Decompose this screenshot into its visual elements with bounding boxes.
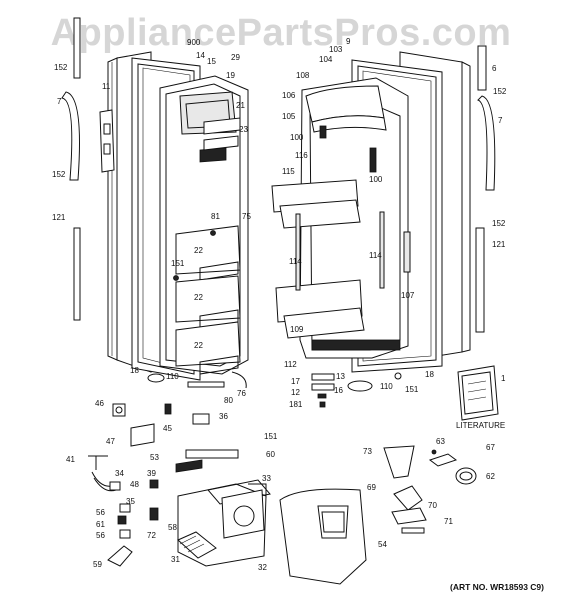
callout-39: 39: [147, 469, 156, 478]
callout-100: 100: [290, 133, 304, 142]
watermark: AppliancePartsPros.com: [50, 12, 512, 54]
callout-152: 152: [492, 219, 506, 228]
callout-75: 75: [242, 212, 251, 221]
callout-115: 115: [282, 167, 295, 176]
callout-14: 14: [196, 51, 205, 60]
callout-29: 29: [231, 53, 240, 62]
callout-151: 151: [264, 432, 278, 441]
callout-46: 46: [95, 399, 104, 408]
callout-900: 900: [187, 38, 201, 47]
callout-15: 15: [207, 57, 216, 66]
callout-107: 107: [401, 291, 415, 300]
callout-18: 18: [425, 370, 434, 379]
callout-104: 104: [319, 55, 333, 64]
callout-1: 1: [501, 374, 506, 383]
callout-45: 45: [163, 424, 172, 433]
callout-59: 59: [93, 560, 102, 569]
callout-121: 121: [492, 240, 506, 249]
callout-80: 80: [224, 396, 233, 405]
callout-16: 16: [334, 386, 343, 395]
fresh-food-handle: [475, 45, 496, 333]
callout-76: 76: [237, 389, 246, 398]
callout-106: 106: [282, 91, 296, 100]
callout-6: 6: [492, 64, 497, 73]
callout-100: 100: [369, 175, 383, 184]
callout-32: 32: [258, 563, 267, 572]
ice-chute-parts: [383, 445, 477, 534]
callout-70: 70: [428, 501, 437, 510]
callout-152: 152: [54, 63, 68, 72]
callout-22: 22: [194, 341, 203, 350]
callout-72: 72: [147, 531, 156, 540]
callout-181: 181: [289, 400, 303, 409]
fresh-food-door-bins: [271, 125, 411, 339]
callout-152: 152: [52, 170, 66, 179]
callout-103: 103: [329, 45, 343, 54]
art-number-footer: (ART NO. WR18593 C9): [450, 582, 544, 592]
literature-label: LITERATURE: [456, 421, 506, 430]
callout-19: 19: [226, 71, 235, 80]
callout-62: 62: [486, 472, 495, 481]
callout-7: 7: [498, 116, 503, 125]
callout-7: 7: [57, 97, 62, 106]
callout-34: 34: [115, 469, 124, 478]
callout-110: 110: [166, 372, 179, 381]
callout-63: 63: [436, 437, 445, 446]
callout-9: 9: [346, 37, 351, 46]
callout-36: 36: [219, 412, 228, 421]
callout-121: 121: [52, 213, 66, 222]
literature-booklet: [457, 365, 499, 421]
callout-71: 71: [444, 517, 453, 526]
callout-23: 23: [239, 125, 248, 134]
hinge-parts: [147, 371, 402, 408]
callout-81: 81: [211, 212, 220, 221]
callout-53: 53: [150, 453, 159, 462]
callout-13: 13: [336, 372, 345, 381]
callout-35: 35: [126, 497, 135, 506]
dispenser-front-panel: [279, 488, 367, 585]
callout-67: 67: [486, 443, 495, 452]
callout-110: 110: [380, 382, 393, 391]
callout-114: 114: [289, 257, 302, 266]
callout-31: 31: [171, 555, 180, 564]
callout-41: 41: [66, 455, 75, 464]
callout-33: 33: [262, 474, 271, 483]
callout-60: 60: [266, 450, 275, 459]
callout-12: 12: [291, 388, 300, 397]
callout-116: 116: [295, 151, 308, 160]
dispenser-components: [88, 403, 239, 567]
callout-21: 21: [236, 101, 245, 110]
callout-112: 112: [284, 360, 297, 369]
callout-54: 54: [378, 540, 387, 549]
callout-18: 18: [130, 366, 139, 375]
freezer-door-shelves: [173, 117, 241, 375]
callout-56: 56: [96, 508, 105, 517]
callout-105: 105: [282, 112, 296, 121]
callout-22: 22: [194, 293, 203, 302]
callout-109: 109: [290, 325, 304, 334]
callout-48: 48: [130, 480, 139, 489]
callout-151: 151: [405, 385, 419, 394]
callout-22: 22: [194, 246, 203, 255]
callout-61: 61: [96, 520, 105, 529]
callout-11: 11: [102, 82, 111, 91]
callout-108: 108: [296, 71, 310, 80]
callout-17: 17: [291, 377, 300, 386]
callout-114: 114: [369, 251, 382, 260]
callout-151: 151: [171, 259, 185, 268]
callout-56: 56: [96, 531, 105, 540]
callout-58: 58: [168, 523, 177, 532]
callout-47: 47: [106, 437, 115, 446]
dispenser-module: [177, 479, 271, 567]
freezer-handle: [61, 17, 115, 321]
callout-73: 73: [363, 447, 372, 456]
callout-152: 152: [493, 87, 507, 96]
callout-69: 69: [367, 483, 376, 492]
